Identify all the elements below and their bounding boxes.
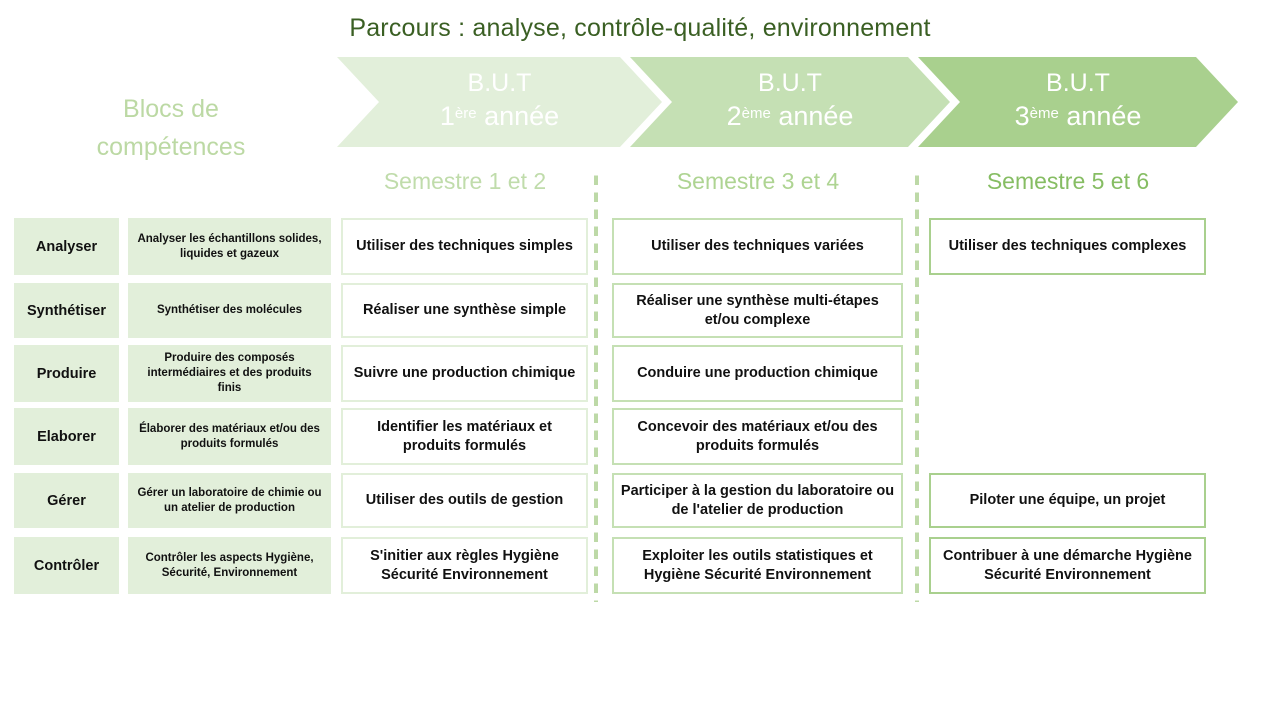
semester-1-2-cell-analyser-text: Utiliser des techniques simples — [356, 238, 573, 254]
year-arrow-but-1-title: B.U.T — [467, 68, 532, 97]
competency-row: Synthétiser Synthétiser des molécules Réal… — [0, 283, 1280, 338]
semester-1-2-cell-produire-text: Suivre une production chimique — [353, 365, 576, 381]
semester-3-4-cell-gérer[interactable]: Participer à la gestion du laboratoire o… — [612, 473, 903, 528]
blocs-label-line1: Blocs de — [123, 95, 219, 123]
competency-description-analyser: Analyser les échantillons solides, liqui… — [128, 218, 331, 275]
competency-description-synthétiser-text: Synthétiser des molécules — [156, 304, 303, 316]
semester-1-2-cell-gérer[interactable]: Utiliser des outils de gestion — [341, 473, 588, 528]
semester-3-4-cell-elaborer-text: Concevoir des matériaux et/ou des produi… — [637, 418, 878, 454]
competency-verb-produire-text: Produire — [36, 365, 97, 382]
competency-row: Gérer Gérer un laboratoire de chimie ou u… — [0, 473, 1280, 528]
year-arrow-band: B.U.T 1ère année B.U.T 2ème année B.U.T … — [0, 57, 1280, 147]
semester-1-2-cell-elaborer[interactable]: Identifier les matériaux et produits for… — [341, 408, 588, 465]
semester-1-2-cell-contrôler-text: S'initier aux règles Hygiène Sécurité En… — [370, 547, 559, 583]
year-arrow-but-1[interactable]: B.U.T 1ère année — [337, 57, 662, 147]
column-divider-2 — [915, 174, 919, 602]
year-arrow-but-3-year: 3ème année — [1014, 100, 1142, 131]
year-arrow-but-3-title: B.U.T — [1046, 68, 1110, 97]
semester-5-6-cell-analyser[interactable]: Utiliser des techniques complexes — [929, 218, 1206, 275]
competency-description-produire-text: Produire des composés intermédiaires et … — [147, 352, 312, 394]
competency-description-contrôler-text: Contrôler les aspects Hygiène, Sécurité,… — [145, 551, 314, 579]
year-arrow-but-3[interactable]: B.U.T 3ème année — [918, 57, 1238, 147]
competency-description-elaborer-text: Élaborer des matériaux et/ou des produit… — [139, 422, 320, 450]
year-arrow-but-2[interactable]: B.U.T 2ème année — [630, 57, 950, 147]
semester-1-2-cell-synthétiser[interactable]: Réaliser une synthèse simple — [341, 283, 588, 338]
competency-verb-contrôler: Contrôler — [14, 537, 119, 594]
semester-3-4-cell-synthétiser[interactable]: Réaliser une synthèse multi-étapes et/ou… — [612, 283, 903, 338]
competency-row: Elaborer Élaborer des matériaux et/ou des… — [0, 408, 1280, 465]
competency-verb-elaborer-text: Elaborer — [37, 428, 96, 445]
competency-description-contrôler: Contrôler les aspects Hygiène, Sécurité,… — [128, 537, 331, 594]
semester-header-3-4: Semestre 3 et 4 — [676, 168, 840, 194]
competency-verb-analyser: Analyser — [14, 218, 119, 275]
semester-5-6-cell-contrôler-text: Contribuer à une démarche Hygiène Sécuri… — [943, 547, 1192, 583]
page-title: Parcours : analyse, contrôle-qualité, en… — [349, 14, 931, 42]
blocs-de-competences-label: Blocs de compétences — [26, 90, 316, 166]
semester-3-4-cell-elaborer[interactable]: Concevoir des matériaux et/ou des produi… — [612, 408, 903, 465]
competency-verb-gérer-text: Gérer — [47, 492, 86, 509]
competency-row: Analyser Analyser les échantillons solide… — [0, 218, 1280, 275]
semester-1-2-cell-analyser[interactable]: Utiliser des techniques simples — [341, 218, 588, 275]
semester-5-6-cell-analyser-text: Utiliser des techniques complexes — [948, 238, 1187, 254]
semester-3-4-cell-analyser[interactable]: Utiliser des techniques variées — [612, 218, 903, 275]
semester-5-6-cell-gérer[interactable]: Piloter une équipe, un projet — [929, 473, 1206, 528]
semester-5-6-cell-gérer-text: Piloter une équipe, un projet — [969, 492, 1166, 508]
semester-1-2-cell-synthétiser-text: Réaliser une synthèse simple — [362, 302, 567, 318]
competency-verb-analyser-text: Analyser — [35, 238, 98, 255]
competency-description-gérer-text: Gérer un laboratoire de chimie ou un ate… — [137, 486, 322, 514]
semester-header-1-2: Semestre 1 et 2 — [383, 168, 547, 194]
competency-description-synthétiser: Synthétiser des molécules — [128, 283, 331, 338]
semester-1-2-cell-contrôler[interactable]: S'initier aux règles Hygiène Sécurité En… — [341, 537, 588, 594]
semester-3-4-cell-produire-text: Conduire une production chimique — [637, 365, 878, 381]
competency-verb-synthétiser: Synthétiser — [14, 283, 119, 338]
year-arrow-but-2-year: 2ème année — [726, 100, 854, 131]
year-arrow-but-1-year: 1ère année — [439, 100, 560, 131]
column-divider-1 — [594, 174, 598, 602]
semester-1-2-cell-gérer-text: Utiliser des outils de gestion — [365, 492, 564, 508]
semester-3-4-cell-analyser-text: Utiliser des techniques variées — [651, 238, 864, 254]
competency-verb-elaborer: Elaborer — [14, 408, 119, 465]
competency-verb-synthétiser-text: Synthétiser — [27, 302, 106, 319]
competency-verb-contrôler-text: Contrôler — [33, 557, 100, 574]
competency-verb-gérer: Gérer — [14, 473, 119, 528]
competency-description-gérer: Gérer un laboratoire de chimie ou un ate… — [128, 473, 331, 528]
semester-3-4-cell-produire[interactable]: Conduire une production chimique — [612, 345, 903, 402]
semester-1-2-cell-elaborer-text: Identifier les matériaux et produits for… — [377, 418, 552, 454]
blocs-label-line2: compétences — [96, 133, 246, 161]
competency-description-elaborer: Élaborer des matériaux et/ou des produit… — [128, 408, 331, 465]
semester-1-2-cell-produire[interactable]: Suivre une production chimique — [341, 345, 588, 402]
semester-5-6-cell-contrôler[interactable]: Contribuer à une démarche Hygiène Sécuri… — [929, 537, 1206, 594]
competency-description-analyser-text: Analyser les échantillons solides, liqui… — [137, 232, 322, 260]
semester-3-4-cell-gérer-text: Participer à la gestion du laboratoire o… — [620, 482, 895, 518]
competency-verb-produire: Produire — [14, 345, 119, 402]
semester-3-4-cell-contrôler[interactable]: Exploiter les outils statistiques et Hyg… — [612, 537, 903, 594]
competency-description-produire: Produire des composés intermédiaires et … — [128, 345, 331, 402]
year-arrow-but-2-title: B.U.T — [758, 68, 822, 97]
competency-row: Produire Produire des composés intermédia… — [0, 345, 1280, 402]
semester-3-4-cell-synthétiser-text: Réaliser une synthèse multi-étapes et/ou… — [636, 292, 879, 328]
semester-3-4-cell-contrôler-text: Exploiter les outils statistiques et Hyg… — [642, 547, 873, 583]
semester-header-5-6: Semestre 5 et 6 — [986, 168, 1150, 194]
competency-row: Contrôler Contrôler les aspects Hygiène, … — [0, 537, 1280, 594]
